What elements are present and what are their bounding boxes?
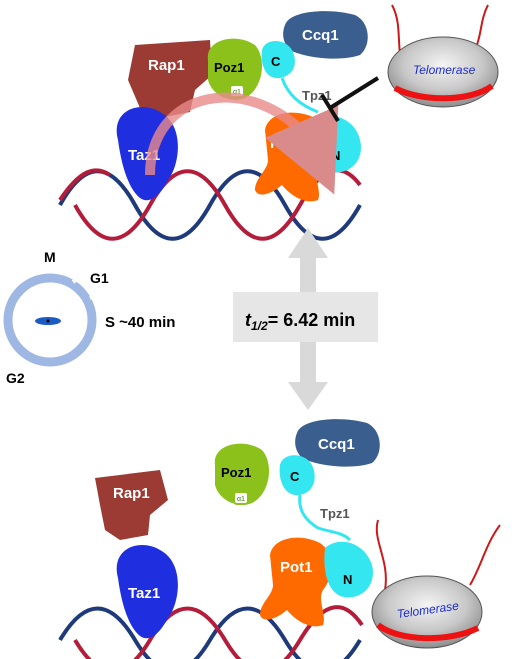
tpz1-c-label: C [271, 54, 281, 69]
pot1-n-label: N [331, 148, 340, 163]
tpz1-linker [298, 494, 352, 542]
phase-g2-label: G2 [6, 370, 25, 386]
rap1-protein [95, 470, 168, 540]
pot1-n-label: N [343, 572, 352, 587]
top-complex: Rap1 Taz1 Poz1 α1 Ccq1 C Tpz1 Pot1 N [58, 4, 499, 241]
taz1-label: Taz1 [128, 585, 160, 602]
tpz1-c-label: C [290, 469, 300, 484]
inhibition-symbol [320, 76, 380, 123]
bottom-telomerase: Telomerase [371, 519, 501, 649]
bottom-complex: Rap1 Taz1 Poz1 α1 Ccq1 C Tpz1 Pot1 N Tel… [58, 419, 501, 659]
ccq1-label: Ccq1 [302, 27, 339, 44]
recruitment-arrow [145, 92, 339, 195]
tpz1-label: Tpz1 [320, 506, 350, 521]
rap1-protein [128, 40, 212, 118]
ccq1-protein [295, 419, 380, 467]
phase-m-label: M [44, 249, 56, 265]
poz1-label: Poz1 [221, 465, 251, 480]
rap1-label: Rap1 [148, 57, 185, 74]
pot1-protein [260, 537, 332, 627]
poz1-label: Poz1 [214, 60, 244, 75]
pot1-n-domain [314, 115, 361, 173]
cell-cycle-diagram: M G1 S ~40 min G2 [3, 249, 175, 386]
ccq1-label: Ccq1 [318, 436, 355, 453]
poz1-alpha1-label: α1 [233, 89, 241, 96]
tpz1-c-domain [261, 41, 295, 79]
taz1-protein [116, 545, 178, 639]
cell-cycle-ring [3, 273, 97, 367]
tpz1-c-domain [279, 455, 315, 496]
exchange-arrow [233, 228, 378, 410]
rap1-label: Rap1 [113, 485, 150, 502]
telomerase-label: Telomerase [413, 63, 476, 77]
phase-g1-label: G1 [90, 270, 109, 286]
poz1-alpha1-domain [233, 491, 249, 505]
ccq1-protein [283, 11, 368, 59]
half-life-text: t1/2= 6.42 min [245, 310, 355, 333]
pot1-label: Pot1 [270, 135, 303, 152]
pot1-label: Pot1 [280, 559, 313, 576]
poz1-alpha1-label: α1 [237, 496, 245, 503]
poz1-protein [214, 443, 270, 505]
poz1-protein [207, 38, 263, 100]
phase-s-label: S ~40 min [105, 314, 175, 331]
top-telomerase: Telomerase [387, 4, 499, 108]
pot1-n-domain [324, 541, 373, 598]
